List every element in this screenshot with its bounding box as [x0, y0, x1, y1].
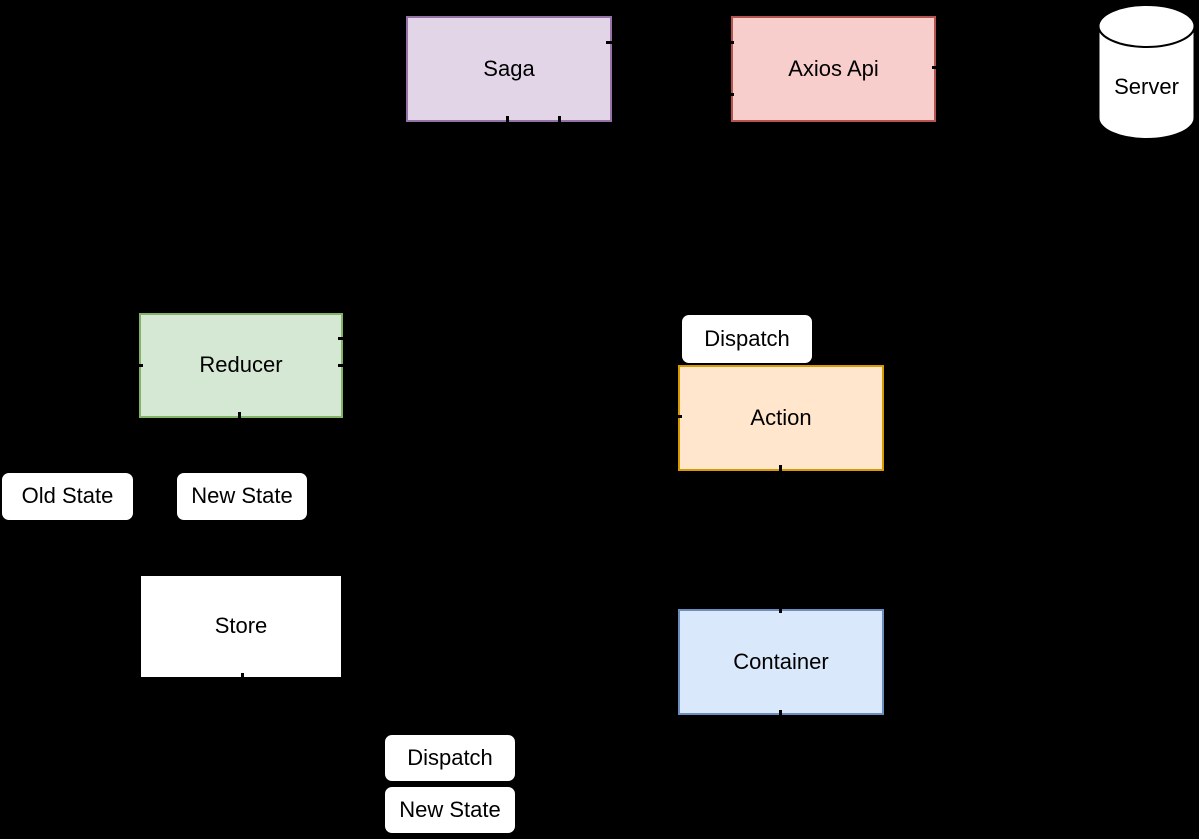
- arrow-endpoint-action-left: [675, 415, 682, 418]
- server-node[interactable]: Server: [1097, 2, 1196, 142]
- arrow-endpoint-saga-bottom-center: [506, 116, 509, 123]
- saga-node[interactable]: Saga: [406, 16, 612, 122]
- arrow-endpoint-reducer-right-upper: [338, 337, 345, 340]
- new-state-reducer-edge-label-text: New State: [191, 483, 293, 509]
- arrow-endpoint-action-bottom: [779, 465, 782, 472]
- container-label: Container: [733, 648, 829, 674]
- old-state-edge-label[interactable]: Old State: [1, 472, 134, 521]
- arrow-endpoint-saga-bottom-right: [558, 116, 561, 123]
- new-state-reducer-edge-label[interactable]: New State: [176, 472, 308, 521]
- arrow-endpoint-container-bottom: [779, 710, 782, 717]
- server-cylinder-icon: [1097, 4, 1196, 140]
- axios-api-label: Axios Api: [788, 55, 879, 81]
- container-node[interactable]: Container: [678, 609, 884, 715]
- reducer-node[interactable]: Reducer: [139, 313, 343, 418]
- dispatch-action-edge-label[interactable]: Dispatch: [681, 314, 813, 364]
- action-node[interactable]: Action: [678, 365, 884, 471]
- arrow-endpoint-axios-right: [932, 66, 939, 69]
- arrow-endpoint-container-top: [779, 606, 782, 613]
- axios-api-node[interactable]: Axios Api: [731, 16, 936, 122]
- new-state-store-edge-label-text: New State: [399, 796, 501, 822]
- arrow-endpoint-axios-left-upper: [728, 41, 734, 44]
- arrow-endpoint-reducer-bottom: [238, 412, 241, 419]
- action-label: Action: [750, 404, 812, 430]
- arrow-endpoint-reducer-left: [136, 364, 143, 367]
- saga-label: Saga: [483, 55, 535, 81]
- arrow-endpoint-store-bottom: [241, 673, 244, 680]
- new-state-store-edge-label[interactable]: New State: [384, 786, 516, 834]
- store-label: Store: [214, 613, 268, 639]
- dispatch-action-edge-label-text: Dispatch: [704, 325, 790, 351]
- reducer-label: Reducer: [199, 352, 283, 378]
- arrow-endpoint-axios-left-lower: [728, 93, 734, 96]
- server-label: Server: [1114, 74, 1179, 99]
- dispatch-store-edge-label[interactable]: Dispatch: [384, 734, 516, 782]
- arrow-endpoint-reducer-right-lower: [338, 364, 345, 367]
- store-node[interactable]: Store: [140, 575, 342, 678]
- dispatch-store-edge-label-text: Dispatch: [407, 744, 493, 770]
- arrow-endpoint-saga-right: [606, 41, 613, 44]
- old-state-edge-label-text: Old State: [21, 483, 114, 509]
